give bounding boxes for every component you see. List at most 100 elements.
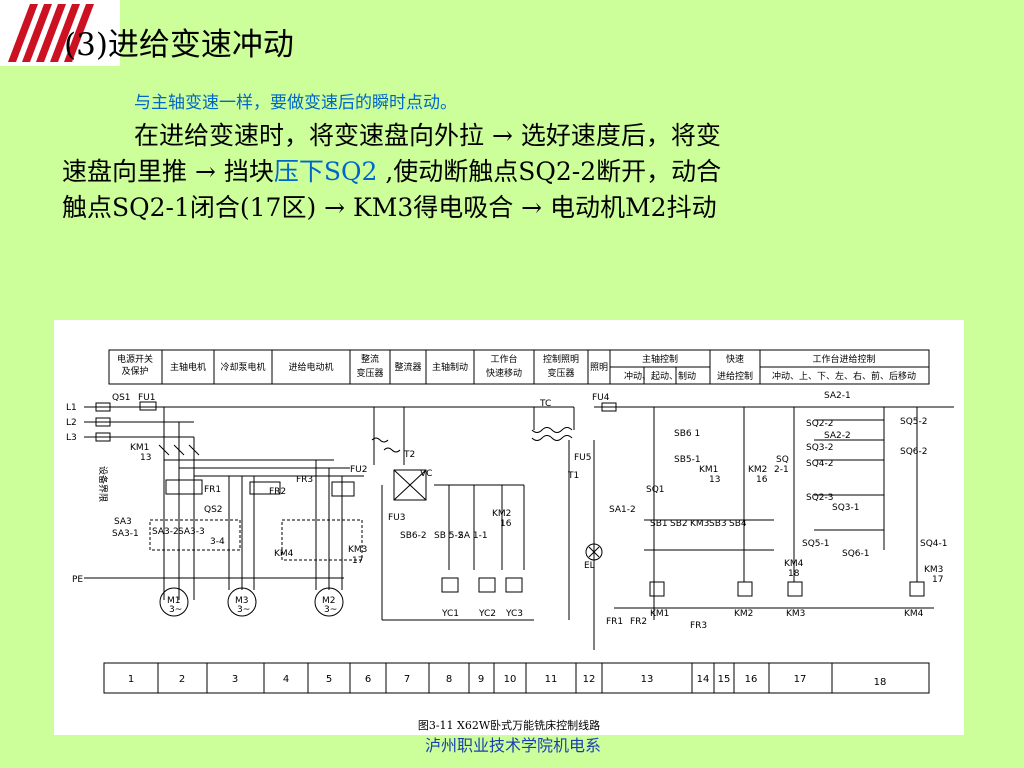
- hdr-8-l2: 快速移动: [486, 367, 522, 379]
- zone-8: 8: [446, 674, 452, 685]
- circuit-svg: 电源开关 及保护 主轴电机 冷却泵电机 进给电动机 整流 变压器 整流器 主轴制…: [66, 349, 954, 732]
- label-km3n: 17: [352, 556, 363, 566]
- label-sq1: SQ1: [646, 485, 665, 495]
- coil-km3: KM3: [786, 609, 805, 619]
- label-sa12: SA1-2: [609, 505, 636, 515]
- diagram-caption: 图3-11 X62W卧式万能铣床控制线路: [418, 718, 600, 732]
- label-l2: L2: [66, 418, 77, 428]
- hdr-8-l1: 工作台: [490, 353, 517, 365]
- label-km3b: KM3: [690, 519, 709, 529]
- label-fr2: FR2: [269, 487, 286, 497]
- label-fr1: FR1: [204, 485, 221, 495]
- label-fu2: FU2: [350, 465, 368, 475]
- label-km1n: 13: [140, 453, 151, 463]
- zone-18: 18: [874, 677, 887, 688]
- highlight-text: 压下SQ2: [273, 157, 378, 186]
- body-paragraph: 在进给变速时，将变速盘向外拉 → 选好速度后，将变 速盘向里推 → 挡块压下SQ…: [62, 118, 962, 226]
- label-km2: KM2: [492, 509, 511, 519]
- label-yc3: YC3: [505, 609, 523, 619]
- label-km3cn: 17: [932, 575, 943, 585]
- label-sa21: SA2-1: [824, 391, 851, 401]
- label-sq31: SQ3-1: [832, 503, 860, 513]
- zone-1: 1: [128, 674, 134, 685]
- circuit-diagram: 电源开关 及保护 主轴电机 冷却泵电机 进给电动机 整流 变压器 整流器 主轴制…: [54, 320, 964, 735]
- label-sa32: SA3-2: [152, 527, 179, 537]
- label-yc1: YC1: [441, 609, 459, 619]
- zone-14: 14: [697, 674, 710, 685]
- hdr-13-l2: 冲动、上、下、左、右、前、后移动: [772, 370, 916, 382]
- label-sq21: 2-1: [774, 465, 789, 475]
- label-l1: L1: [66, 403, 77, 413]
- label-m2: M2: [322, 596, 336, 606]
- label-km3: KM3: [348, 545, 367, 555]
- label-sb3: SB3: [709, 519, 727, 529]
- label-sq32: SQ3-2: [806, 443, 834, 453]
- label-sb62: SB6-2: [400, 531, 427, 541]
- hdr-10: 照明: [590, 362, 608, 373]
- zone-15: 15: [718, 674, 731, 685]
- hdr-3: 冷却泵电机: [220, 361, 265, 373]
- zone-5: 5: [326, 674, 332, 685]
- zone-3: 3: [232, 674, 238, 685]
- body-line-1: 在进给变速时，将变速盘向外拉 → 选好速度后，将变: [62, 118, 962, 154]
- label-sb51: SB5-1: [674, 455, 701, 465]
- label-fu4: FU4: [592, 393, 610, 403]
- zone-10: 10: [504, 674, 517, 685]
- hdr-1-l2: 及保护: [121, 365, 148, 377]
- hdr-1-l1: 电源开关: [117, 353, 153, 365]
- label-qs1: QS1: [112, 393, 131, 403]
- hdr-2: 主轴电机: [170, 361, 206, 373]
- body-line-2-a: 速盘向里推 → 挡块: [62, 157, 274, 186]
- label-qs2: QS2: [204, 505, 223, 515]
- body-line-1-text: 在进给变速时，将变速盘向外拉 → 选好速度后，将变: [134, 121, 721, 150]
- hdr-12-l1: 快速: [726, 353, 744, 365]
- hdr-9-l1: 控制照明: [543, 353, 579, 365]
- label-sa33: SA3-3: [178, 527, 205, 537]
- label-km4bn: 18: [788, 569, 800, 579]
- label-yc2: YC2: [478, 609, 496, 619]
- zone-13: 13: [641, 674, 654, 685]
- label-km3c: KM3: [924, 565, 943, 575]
- label-sa31: SA3-1: [112, 529, 139, 539]
- label-km1b: KM1: [699, 465, 718, 475]
- label-sb4: SB4: [729, 519, 747, 529]
- label-sq62: SQ6-2: [900, 447, 928, 457]
- label-t1: T1: [567, 471, 579, 481]
- label-l3: L3: [66, 433, 77, 443]
- coil-km1: KM1: [650, 609, 669, 619]
- label-sa22: SA2-2: [824, 431, 851, 441]
- label-sq51: SQ5-1: [802, 539, 830, 549]
- zone-9: 9: [478, 674, 484, 685]
- label-sq52: SQ5-2: [900, 417, 928, 427]
- label-fu1: FU1: [138, 393, 156, 403]
- hdr-11-l1: 主轴控制: [642, 353, 678, 365]
- label-m3-ph: 3~: [237, 605, 250, 615]
- label-sq22: SQ2-2: [806, 419, 834, 429]
- label-sb61: SB6 1: [674, 429, 700, 439]
- label-km2n: 16: [500, 519, 512, 529]
- label-m1-ph: 3~: [169, 605, 182, 615]
- zone-7: 7: [404, 674, 410, 685]
- body-line-2: 速盘向里推 → 挡块压下SQ2 ,使动断触点SQ2-2断开，动合: [62, 154, 962, 190]
- label-sb1: SB1: [650, 519, 668, 529]
- label-sq41: SQ4-1: [920, 539, 948, 549]
- zone-2: 2: [179, 674, 185, 685]
- label-km4b: KM4: [784, 559, 804, 569]
- zone-16: 16: [745, 674, 758, 685]
- label-sb52: SB 5-2: [434, 531, 463, 541]
- hdr-9-l2: 变压器: [547, 367, 574, 379]
- hdr-12-l2: 进给控制: [717, 370, 753, 382]
- label-km2b: KM2: [748, 465, 767, 475]
- zone-12: 12: [583, 674, 596, 685]
- label-sq61: SQ6-1: [842, 549, 870, 559]
- hdr-11-l2: 冲动、起动、制动: [624, 370, 696, 382]
- label-fr2b: FR2: [630, 617, 647, 627]
- hdr-7: 主轴制动: [432, 361, 468, 373]
- label-sa3: SA3: [114, 517, 132, 527]
- label-sq42: SQ4-2: [806, 459, 834, 469]
- label-fu5: FU5: [574, 453, 592, 463]
- label-km2bn: 16: [756, 475, 768, 485]
- label-tc: TC: [539, 399, 551, 409]
- coil-km4: KM4: [904, 609, 924, 619]
- label-pe: PE: [72, 575, 83, 585]
